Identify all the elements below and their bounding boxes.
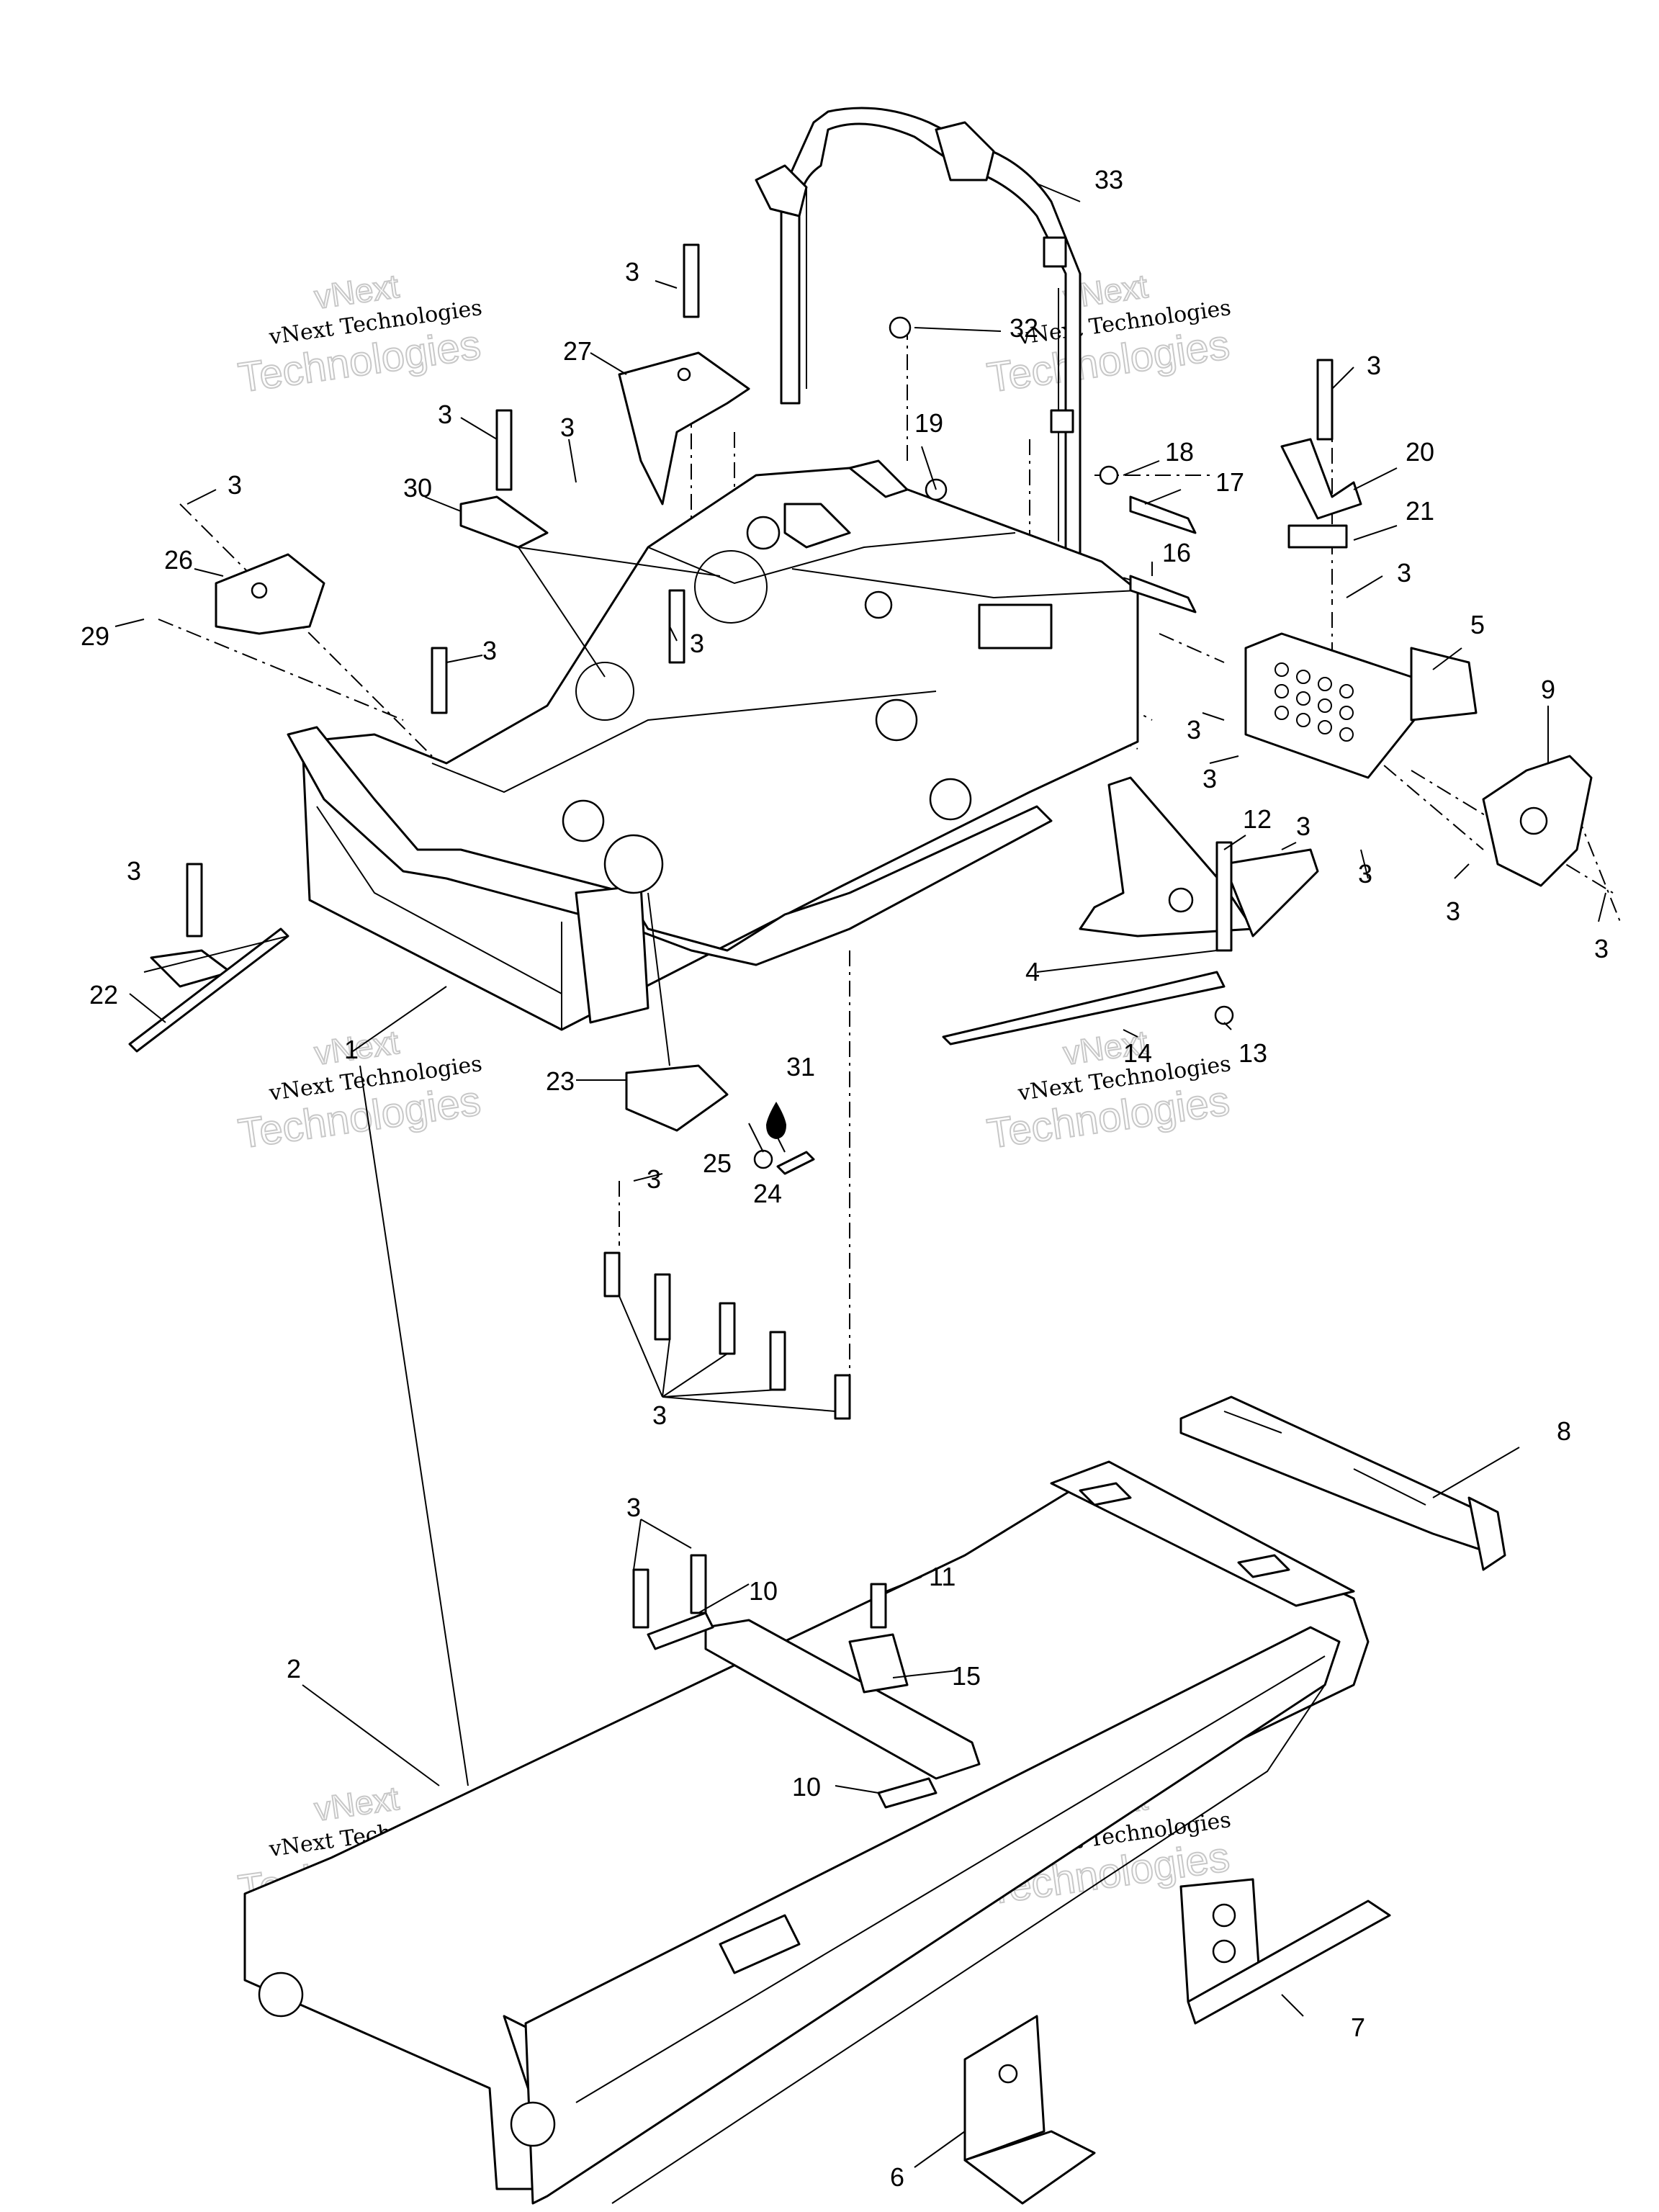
- callout-12: 12: [1243, 804, 1272, 834]
- callout-1: 1: [344, 1035, 359, 1064]
- callout-3: 3: [127, 856, 141, 886]
- bracket-7: [1179, 1878, 1391, 2025]
- body-frame-1: [287, 459, 1139, 1031]
- callout-2: 2: [287, 1654, 301, 1683]
- callout-3: 3: [228, 470, 242, 500]
- footrest-plate-5: [1244, 632, 1478, 779]
- callout-20: 20: [1406, 437, 1434, 467]
- callout-3: 3: [1296, 811, 1310, 841]
- callout-6: 6: [890, 2162, 904, 2192]
- leader-lines: [114, 183, 1606, 2168]
- bracket-30: [459, 495, 549, 549]
- callout-19: 19: [914, 408, 943, 438]
- cover-27: [618, 351, 750, 505]
- bracket-6: [963, 2015, 1096, 2205]
- callout-17: 17: [1215, 467, 1244, 497]
- bolt-24: [776, 1151, 815, 1175]
- callout-3: 3: [1358, 859, 1372, 889]
- watermark-top-left: vNext vNext Technologies Technologies: [235, 266, 484, 403]
- fasteners: [186, 243, 1334, 1629]
- callout-3: 3: [652, 1401, 667, 1430]
- callout-22: 22: [89, 980, 118, 1010]
- bracket-20-21: [1280, 438, 1362, 549]
- callout-18: 18: [1165, 437, 1194, 467]
- callout-30: 30: [403, 473, 432, 503]
- callout-3: 3: [690, 629, 704, 658]
- callout-14: 14: [1123, 1038, 1152, 1068]
- plate-8: [1179, 1395, 1506, 1571]
- bolt-18: [1099, 465, 1119, 485]
- callout-3: 3: [625, 257, 639, 287]
- bracket-9: [1482, 755, 1593, 887]
- watermark-mid-left: vNext vNext Technologies Technologies: [235, 1022, 484, 1159]
- callout-26: 26: [164, 545, 193, 575]
- nut-32: [889, 316, 912, 339]
- washer-25: [753, 1149, 773, 1169]
- callout-33: 33: [1094, 165, 1123, 194]
- callout-11: 11: [929, 1562, 956, 1591]
- watermark-top-right: vNext vNext Technologies Technologies: [984, 266, 1233, 403]
- tunnel-2: [243, 1460, 1370, 2205]
- callout-3: 3: [560, 413, 575, 442]
- callout-3: 3: [626, 1493, 641, 1522]
- hinge-23: [625, 1064, 729, 1132]
- callout-23: 23: [546, 1066, 575, 1096]
- callout-32: 32: [1010, 313, 1038, 343]
- callout-3: 3: [1187, 715, 1201, 745]
- callout-3: 3: [1446, 896, 1460, 926]
- strap-14: [942, 971, 1226, 1046]
- callout-3: 3: [1397, 558, 1411, 588]
- clip-22: [128, 927, 289, 1053]
- bracket-26: [215, 553, 325, 635]
- callout-27: 27: [563, 336, 592, 366]
- callout-3: 3: [482, 636, 497, 665]
- callout-5: 5: [1470, 610, 1485, 639]
- bracket-10-lower: [877, 1777, 938, 1809]
- callout-25: 25: [703, 1148, 732, 1178]
- callout-29: 29: [81, 621, 109, 651]
- callout-15: 15: [952, 1661, 981, 1691]
- callout-3: 3: [1367, 351, 1381, 380]
- watermark-mid-right: vNext vNext Technologies Technologies: [984, 1022, 1233, 1159]
- bolt-16: [1129, 575, 1197, 613]
- callout-3: 3: [438, 400, 452, 429]
- callout-8: 8: [1557, 1416, 1571, 1446]
- callout-4: 4: [1025, 957, 1040, 986]
- callout-31: 31: [786, 1052, 815, 1082]
- callout-3: 3: [647, 1164, 661, 1194]
- bolt-12: [1215, 841, 1233, 952]
- callout-21: 21: [1406, 496, 1434, 526]
- drop-31: [766, 1102, 786, 1139]
- steering-handle-33: [755, 107, 1082, 556]
- rivet-11: [870, 1583, 887, 1629]
- bracket-10-upper: [647, 1611, 714, 1650]
- callout-3: 3: [1594, 934, 1609, 963]
- callout-24: 24: [753, 1179, 782, 1208]
- callout-7: 7: [1351, 2013, 1365, 2042]
- callout-16: 16: [1162, 538, 1191, 567]
- callout-labels: 33 32 19 18 17 16 20 21 5 9 12 4 14 13 2…: [81, 165, 1609, 2192]
- callout-9: 9: [1541, 675, 1555, 704]
- bolt-17: [1129, 495, 1197, 534]
- bracket-4: [1079, 776, 1319, 938]
- callout-10-upper: 10: [749, 1576, 778, 1606]
- callout-3: 3: [1202, 764, 1217, 793]
- callout-13: 13: [1238, 1038, 1267, 1068]
- nut-13: [1214, 1005, 1234, 1025]
- callout-10-lower: 10: [792, 1772, 821, 1802]
